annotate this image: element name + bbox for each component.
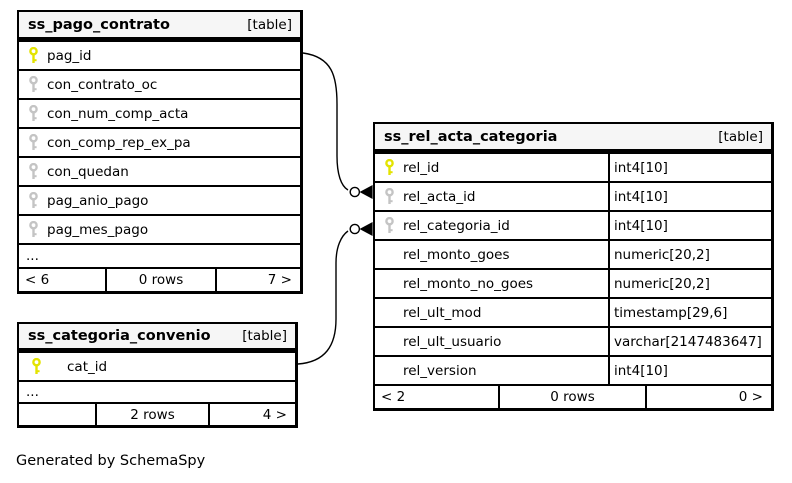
related-tables-right-count: 0 > xyxy=(645,386,771,408)
index-key-icon xyxy=(28,192,39,209)
table-header[interactable]: ss_rel_acta_categoria [table] xyxy=(375,124,771,152)
table-type-badge: [table] xyxy=(718,128,763,145)
table-type-badge: [table] xyxy=(242,328,287,344)
column-name: rel_monto_no_goes xyxy=(403,275,534,292)
column-type: int4[10] xyxy=(608,154,772,181)
column-type: numeric[20,2] xyxy=(608,241,772,268)
column-name: rel_acta_id xyxy=(403,188,476,205)
index-key-icon xyxy=(28,76,39,93)
table-row[interactable]: rel_ult_usuario varchar[2147483647] xyxy=(375,326,771,355)
related-tables-left-count: < 6 xyxy=(25,272,50,288)
table-name[interactable]: ss_rel_acta_categoria xyxy=(384,128,558,145)
column-name: cat_id xyxy=(67,358,108,375)
index-key-icon xyxy=(28,221,39,238)
table-row[interactable]: pag_anio_pago xyxy=(19,185,300,214)
related-tables-left-count xyxy=(19,404,95,425)
column-name: pag_mes_pago xyxy=(47,221,149,238)
index-key-icon xyxy=(28,105,39,122)
foreign-key-icon xyxy=(384,188,395,205)
foreign-key-icon xyxy=(384,217,395,234)
column-name: rel_ult_mod xyxy=(403,304,482,321)
column-type: int4[10] xyxy=(608,212,772,239)
table-row[interactable]: rel_categoria_id int4[10] xyxy=(375,210,771,239)
related-tables-right-count: 7 > xyxy=(215,269,300,291)
table-row[interactable]: con_num_comp_acta xyxy=(19,98,300,127)
zero-or-one-circle-icon xyxy=(349,223,361,235)
primary-key-icon xyxy=(384,159,395,176)
generator-credit: Generated by SchemaSpy xyxy=(16,453,206,469)
table-row[interactable]: rel_id int4[10] xyxy=(375,152,771,181)
column-name: rel_categoria_id xyxy=(403,217,510,234)
table-row[interactable]: cat_id xyxy=(19,351,295,380)
related-tables-left-count: < 2 xyxy=(381,389,406,405)
table-header[interactable]: ss_categoria_convenio [table] xyxy=(19,324,295,351)
column-type: varchar[2147483647] xyxy=(608,328,772,355)
table-row[interactable]: rel_ult_mod timestamp[29,6] xyxy=(375,297,771,326)
table-node-ss-categoria-convenio: ss_categoria_convenio [table] cat_id ...… xyxy=(17,322,298,428)
related-tables-right-count: 4 > xyxy=(208,404,295,425)
table-footer: < 2 0 rows 0 > xyxy=(375,384,771,408)
table-row[interactable]: rel_version int4[10] xyxy=(375,355,771,384)
column-name: rel_ult_usuario xyxy=(403,333,502,350)
table-row[interactable]: con_quedan xyxy=(19,156,300,185)
hidden-columns-ellipsis: ... xyxy=(19,380,295,402)
table-row[interactable]: con_comp_rep_ex_pa xyxy=(19,127,300,156)
column-name: pag_id xyxy=(47,47,92,64)
table-node-ss-rel-acta-categoria: ss_rel_acta_categoria [table] rel_id int… xyxy=(373,122,774,411)
table-name[interactable]: ss_categoria_convenio xyxy=(28,328,211,344)
column-type: timestamp[29,6] xyxy=(608,299,772,326)
row-count: 0 rows xyxy=(498,386,645,408)
table-row[interactable]: con_contrato_oc xyxy=(19,69,300,98)
zero-or-one-circle-icon xyxy=(349,186,361,198)
index-key-icon xyxy=(28,163,39,180)
table-row[interactable]: pag_mes_pago xyxy=(19,214,300,243)
column-name: con_quedan xyxy=(47,163,129,180)
relationship-pago-contrato-to-rel-acta xyxy=(302,52,373,199)
column-name: rel_monto_goes xyxy=(403,246,510,263)
table-row[interactable]: rel_monto_goes numeric[20,2] xyxy=(375,239,771,268)
table-header[interactable]: ss_pago_contrato [table] xyxy=(19,12,300,40)
column-type: numeric[20,2] xyxy=(608,270,772,297)
column-name: con_comp_rep_ex_pa xyxy=(47,134,191,151)
table-node-ss-pago-contrato: ss_pago_contrato [table] pag_id con_cont… xyxy=(17,10,303,294)
hidden-columns-ellipsis: ... xyxy=(19,243,300,267)
relationship-categoria-convenio-to-rel-acta xyxy=(297,222,373,365)
primary-key-icon xyxy=(31,358,42,375)
table-type-badge: [table] xyxy=(247,16,292,33)
primary-key-icon xyxy=(28,47,39,64)
table-footer: < 6 0 rows 7 > xyxy=(19,267,300,291)
row-count: 2 rows xyxy=(95,404,208,425)
arrowhead-icon xyxy=(359,222,373,236)
column-name: con_contrato_oc xyxy=(47,76,158,93)
table-footer: 2 rows 4 > xyxy=(19,402,295,425)
table-name[interactable]: ss_pago_contrato xyxy=(28,16,170,33)
column-name: pag_anio_pago xyxy=(47,192,149,209)
index-key-icon xyxy=(28,134,39,151)
arrowhead-icon xyxy=(359,185,373,199)
column-name: con_num_comp_acta xyxy=(47,105,189,122)
table-row[interactable]: rel_monto_no_goes numeric[20,2] xyxy=(375,268,771,297)
column-name: rel_id xyxy=(403,159,440,176)
row-count: 0 rows xyxy=(105,269,215,291)
table-row[interactable]: pag_id xyxy=(19,40,300,69)
column-type: int4[10] xyxy=(608,357,772,384)
column-name: rel_version xyxy=(403,362,477,379)
column-type: int4[10] xyxy=(608,183,772,210)
table-row[interactable]: rel_acta_id int4[10] xyxy=(375,181,771,210)
